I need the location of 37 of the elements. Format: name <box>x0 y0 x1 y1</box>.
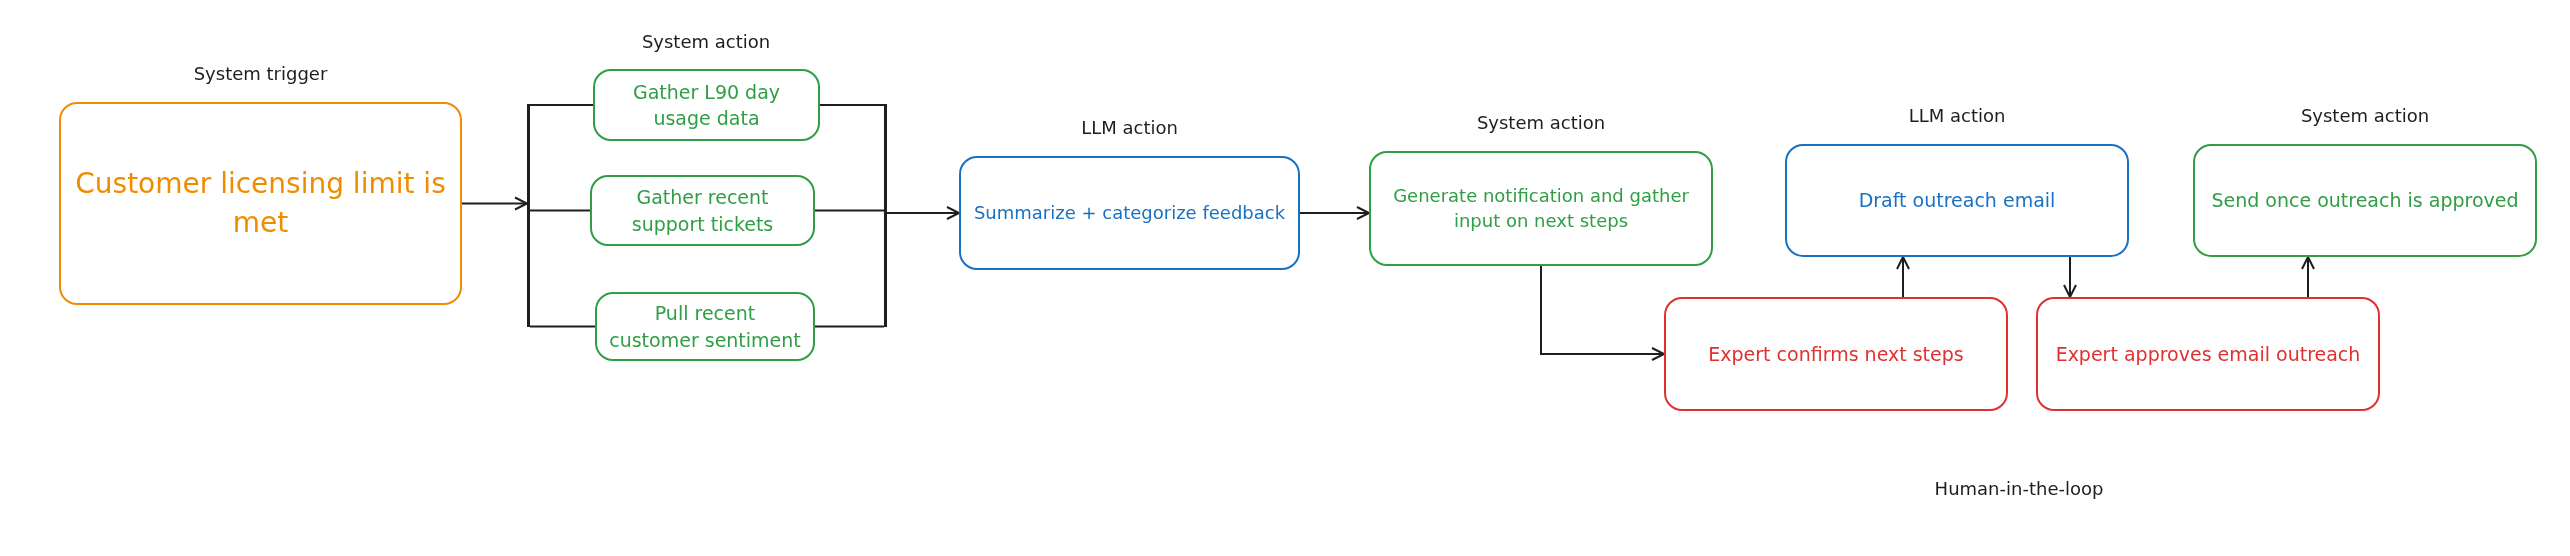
arrow <box>461 196 528 211</box>
connector-line <box>819 104 885 106</box>
process-box <box>1664 297 2008 411</box>
box-text: Expert approves email outreach <box>2055 341 2361 367</box>
box-text: Gather L90 day usage data <box>631 79 782 131</box>
box-text: Customer licensing limit is met <box>74 166 447 241</box>
section-heading: System action <box>641 30 771 54</box>
bracket-bar <box>884 104 887 327</box>
arrow <box>1540 265 1665 361</box>
stage-heading: System action <box>2300 104 2430 128</box>
process-box <box>590 175 815 246</box>
section-heading: Human-in-the-loop <box>1934 477 2104 501</box>
process-box <box>593 69 820 141</box>
bracket-bar <box>527 104 530 327</box>
connector-line <box>814 325 885 328</box>
box-text: Gather recent support tickets <box>630 185 775 237</box>
stage-heading: System action <box>1476 111 1606 135</box>
process-box <box>595 292 815 361</box>
arrow <box>2301 256 2315 298</box>
connector-line <box>529 209 591 212</box>
box-text: Send once outreach is approved <box>2211 188 2519 214</box>
arrow <box>1299 206 1370 220</box>
box-text: Generate notification and gather input on next steps <box>1392 183 1690 233</box>
process-box <box>2036 297 2380 411</box>
stage-heading: LLM action <box>1908 104 2006 128</box>
arrow <box>2063 256 2077 298</box>
box-text: Summarize + categorize feedback <box>973 200 1286 225</box>
stage-heading: LLM action <box>1081 116 1178 140</box>
box-text: Pull recent customer sentiment <box>609 301 801 353</box>
arrow <box>886 206 960 220</box>
box-text: Draft outreach email <box>1858 188 2056 214</box>
connector-line <box>529 104 594 106</box>
connector-line <box>814 209 885 212</box>
connector-line <box>529 325 596 328</box>
arrow <box>1896 256 1910 298</box>
stage-heading: System trigger <box>193 62 328 86</box>
box-text: Expert confirms next steps <box>1708 341 1964 367</box>
